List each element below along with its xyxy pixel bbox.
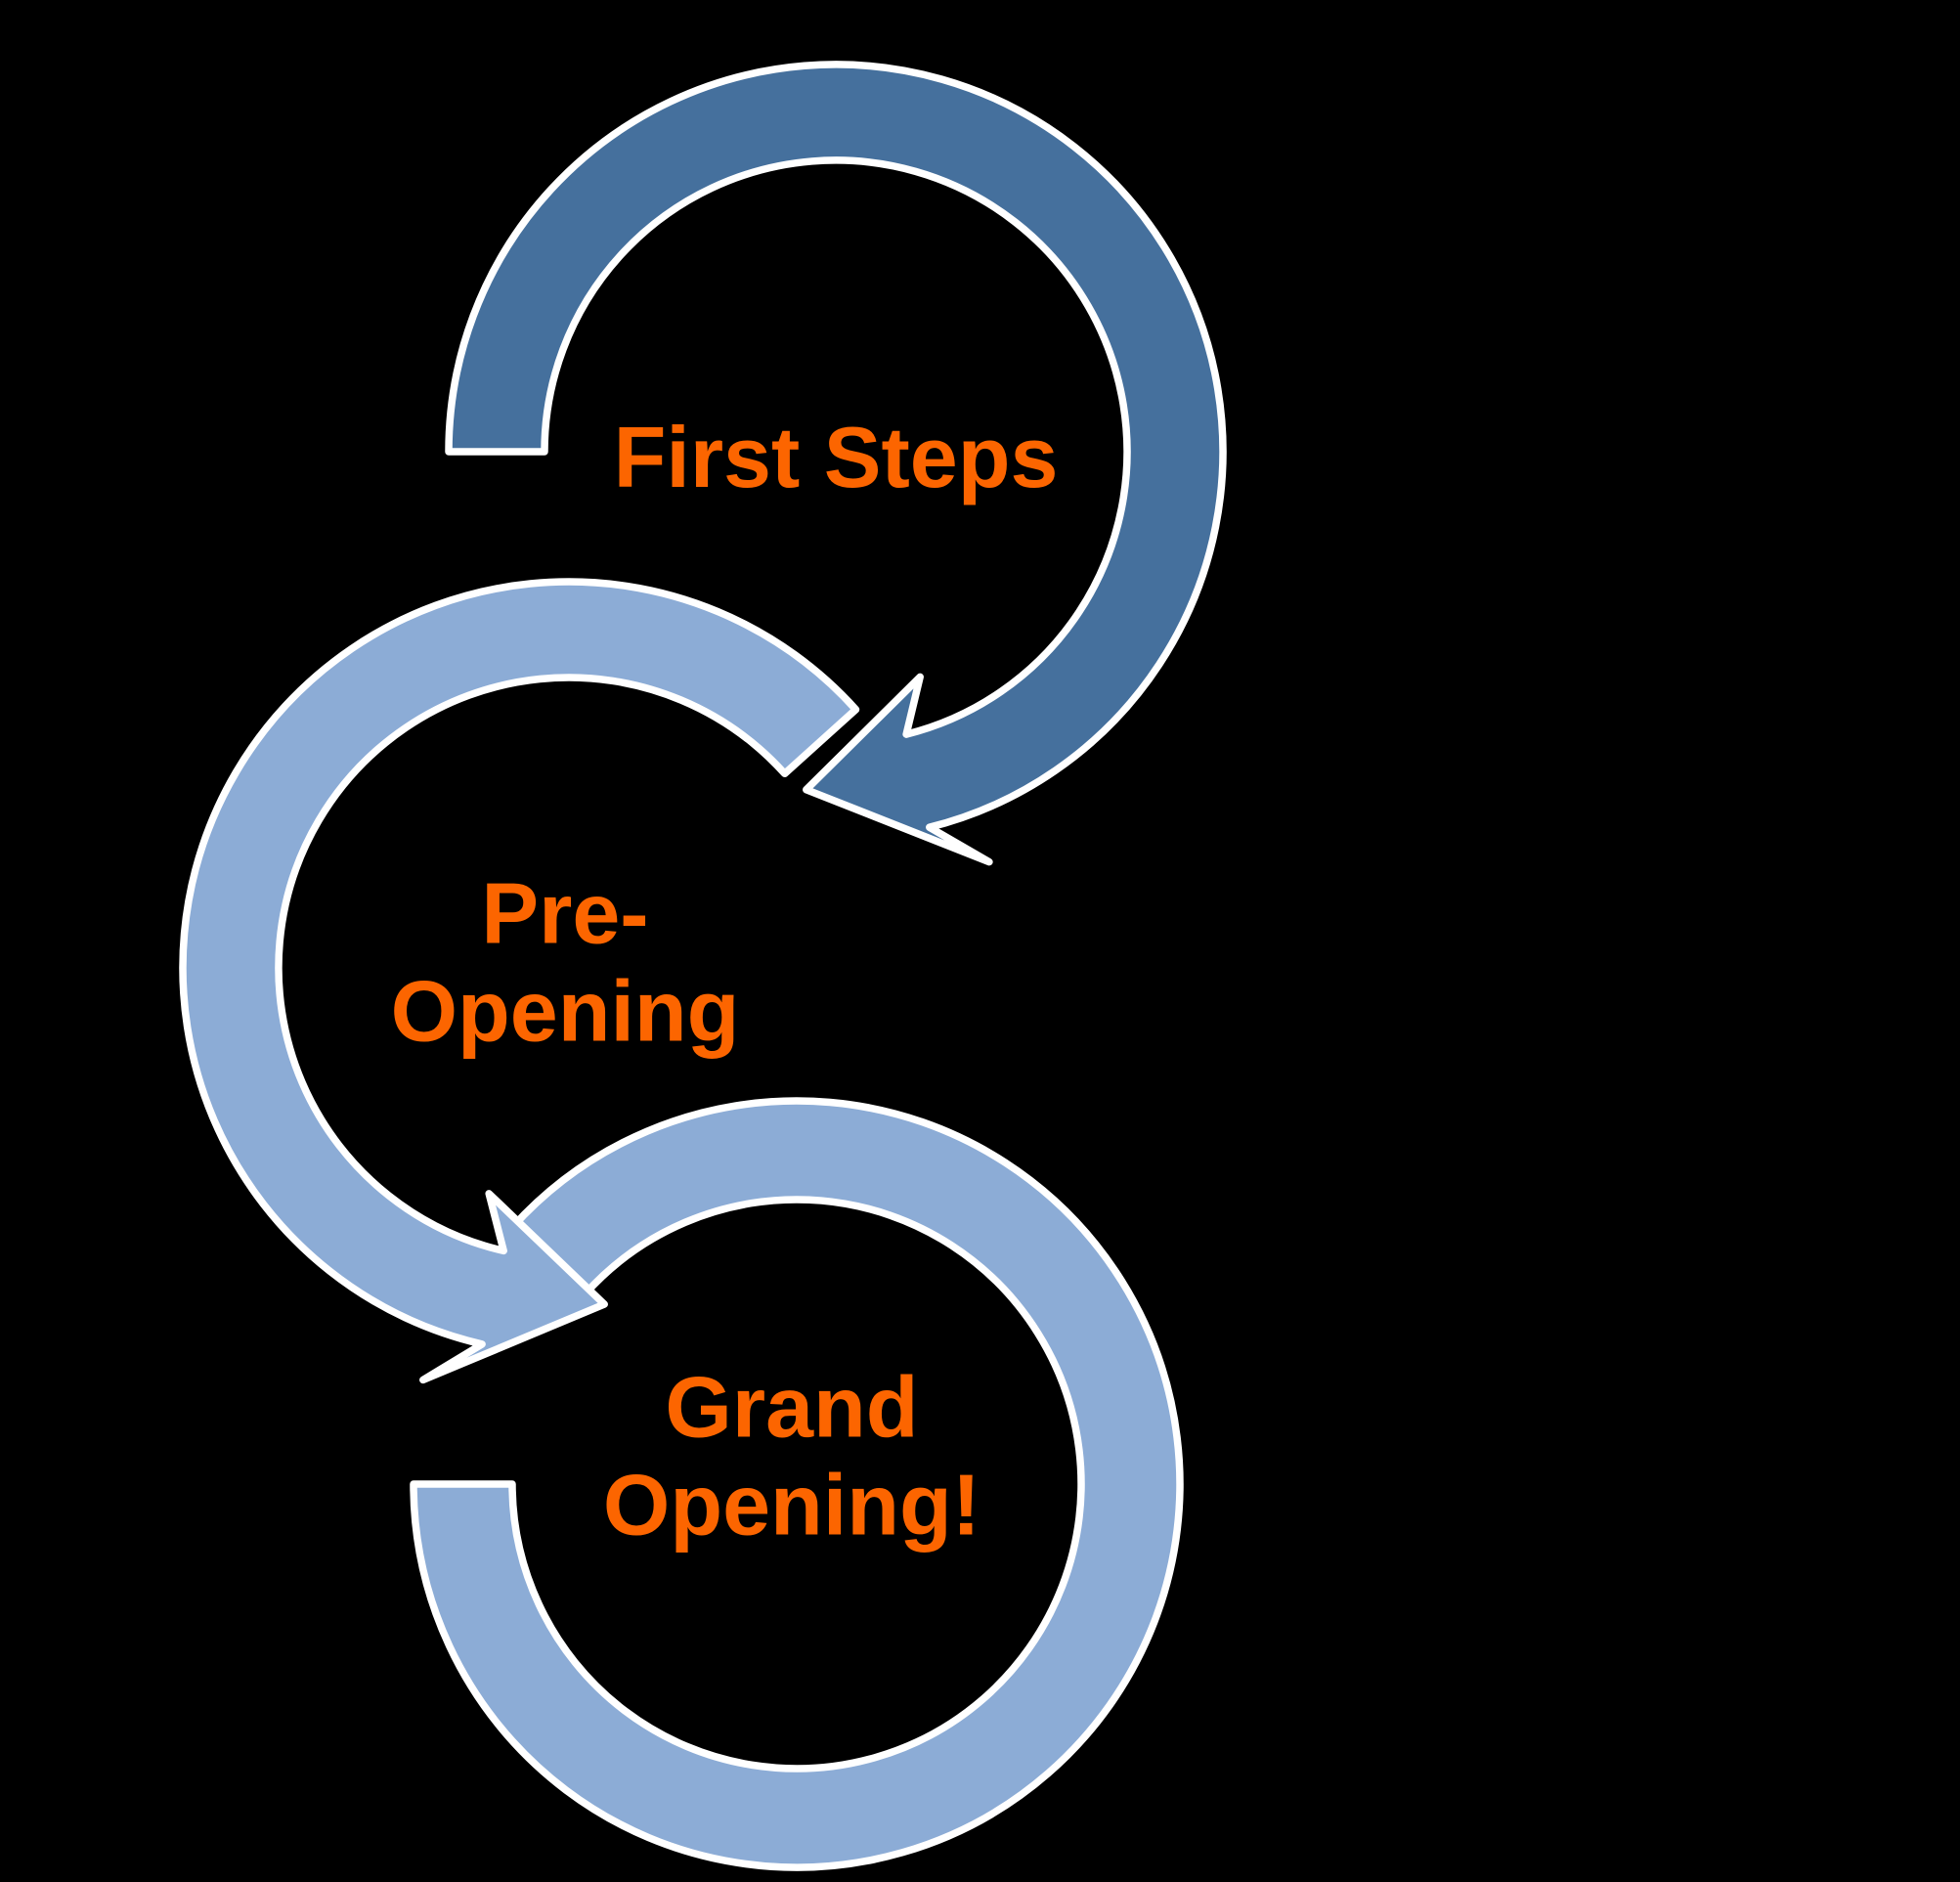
step-label-grand-opening: Grand Opening!: [602, 1358, 981, 1554]
grand-opening-arc-arrow: [410, 1097, 1184, 1871]
pre-opening-arc-arrow: [179, 578, 860, 1384]
step-label-pre-opening: Pre- Opening: [390, 864, 740, 1060]
step-label-first-steps: First Steps: [613, 408, 1059, 505]
first-steps-arc-arrow: [445, 61, 1227, 866]
